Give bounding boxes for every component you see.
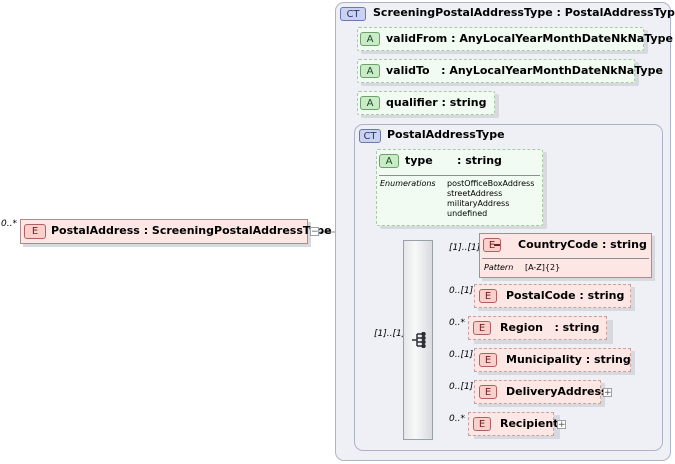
- delivery-address-expand-toggle[interactable]: +: [603, 388, 612, 398]
- element-label: Municipality : string: [506, 353, 631, 366]
- element-label: Region : string: [500, 321, 600, 334]
- sequence-occurrence: [1]..[1]: [374, 329, 406, 339]
- attribute-badge: A: [360, 32, 380, 46]
- attribute-label: qualifier : string: [386, 96, 487, 109]
- pattern-label: Pattern: [484, 263, 514, 272]
- element-occurrence: 0..*: [449, 318, 465, 328]
- outer-complex-type-label: ScreeningPostalAddressType : PostalAddre…: [373, 6, 675, 19]
- element-country-code[interactable]: E CountryCode : string Pattern [A-Z]{2}: [479, 233, 652, 278]
- element-occurrence: 0..[1]: [449, 382, 474, 392]
- attribute-name: type: [405, 154, 433, 167]
- element-occurrence: 0..*: [449, 414, 465, 424]
- element-badge: E: [479, 353, 497, 367]
- attribute-label: validTo : AnyLocalYearMonthDateNkNaType: [386, 64, 663, 77]
- complex-type-badge: CT: [340, 7, 366, 21]
- element-ref-icon: [494, 244, 500, 246]
- attribute-label: validFrom : AnyLocalYearMonthDateNkNaTyp…: [386, 32, 673, 45]
- element-recipient[interactable]: E Recipient: [468, 412, 558, 436]
- enumeration-divider: [379, 175, 540, 176]
- root-element-label: PostalAddress : ScreeningPostalAddressTy…: [51, 224, 332, 237]
- root-element-postal-address[interactable]: E PostalAddress : ScreeningPostalAddress…: [20, 219, 332, 244]
- element-badge: E: [483, 238, 501, 252]
- root-collapse-toggle[interactable]: −: [310, 227, 319, 237]
- attribute-valid-to[interactable]: A validTo : AnyLocalYearMonthDateNkNaTyp…: [357, 59, 663, 83]
- enumeration-value: undefined: [447, 209, 488, 218]
- element-badge: E: [479, 385, 497, 399]
- enumeration-label: Enumerations: [380, 179, 436, 188]
- element-label: DeliveryAddress: [506, 385, 608, 398]
- enumeration-value: militaryAddress: [447, 199, 510, 208]
- element-label: PostalCode : string: [506, 289, 625, 302]
- attribute-badge: A: [360, 64, 380, 78]
- complex-type-badge: CT: [359, 129, 381, 143]
- element-badge: E: [24, 224, 46, 239]
- element-label: CountryCode : string: [518, 238, 647, 251]
- sequence-compositor[interactable]: [403, 240, 433, 440]
- pattern-divider: [482, 258, 649, 259]
- element-postal-code[interactable]: E PostalCode : string: [474, 284, 631, 308]
- element-occurrence: [1]..[1]: [449, 243, 481, 253]
- enumeration-value: postOfficeBoxAddress: [447, 179, 535, 188]
- attribute-badge: A: [360, 96, 380, 110]
- element-badge: E: [473, 321, 491, 335]
- attribute-valid-from[interactable]: A validFrom : AnyLocalYearMonthDateNkNaT…: [357, 27, 673, 51]
- element-label: Recipient: [500, 417, 559, 430]
- element-badge: E: [479, 289, 497, 303]
- element-occurrence: 0..[1]: [449, 350, 474, 360]
- element-region[interactable]: E Region : string: [468, 316, 607, 340]
- element-municipality[interactable]: E Municipality : string: [474, 348, 631, 372]
- sequence-icon: [412, 332, 426, 348]
- root-occurrence: 0..*: [1, 219, 17, 229]
- recipient-expand-toggle[interactable]: +: [557, 420, 566, 430]
- pattern-value: [A-Z]{2}: [525, 263, 561, 272]
- attribute-badge: A: [379, 154, 399, 168]
- attribute-qualifier[interactable]: A qualifier : string: [357, 91, 495, 115]
- attribute-type-value: : string: [457, 154, 502, 167]
- element-occurrence: 0..[1]: [449, 286, 474, 296]
- enumeration-value: streetAddress: [447, 189, 503, 198]
- element-badge: E: [473, 417, 491, 431]
- attribute-type[interactable]: A type : string Enumerations postOfficeB…: [376, 149, 543, 226]
- element-delivery-address[interactable]: E DeliveryAddress: [474, 380, 608, 404]
- inner-complex-type-label: PostalAddressType: [387, 128, 505, 141]
